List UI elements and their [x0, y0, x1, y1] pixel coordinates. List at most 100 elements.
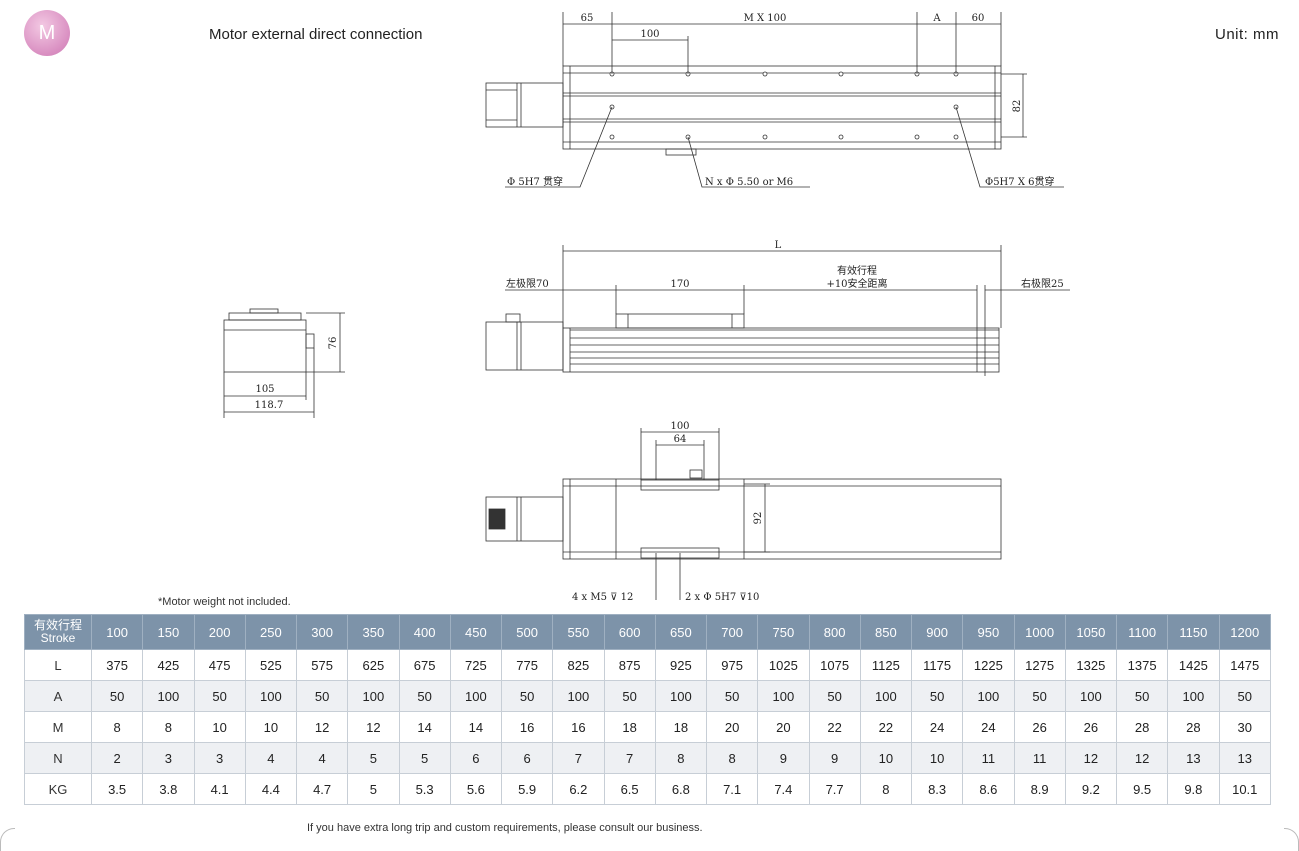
- table-cell: 5.9: [500, 773, 554, 805]
- table-cell: 50: [90, 680, 144, 712]
- dim-60: 60: [972, 13, 985, 24]
- table-cell: 16: [552, 711, 605, 743]
- table-cell: 7.7: [808, 773, 861, 805]
- table-cell: 7.1: [705, 773, 759, 805]
- table-cell: 100: [1167, 680, 1220, 712]
- stroke-header: 500: [500, 614, 554, 650]
- side-view-body: [562, 327, 1000, 373]
- hole-label-right: Φ5H7 X 6贯穿: [985, 175, 1054, 188]
- table-cell: 100: [142, 680, 195, 712]
- table-cell: 100: [654, 680, 708, 712]
- table-cell: 4: [244, 742, 298, 774]
- table-cell: 50: [193, 680, 246, 712]
- table-cell: 9: [808, 742, 861, 774]
- table-cell: 1175: [910, 649, 964, 681]
- right-limit-label: 右极限25: [1021, 277, 1064, 290]
- table-cell: 375: [90, 649, 144, 681]
- table-cell: 100: [1064, 680, 1118, 712]
- top-view-body: [562, 65, 1002, 150]
- table-cell: 875: [603, 649, 656, 681]
- table-cell: 4.4: [244, 773, 298, 805]
- stroke-header: 400: [398, 614, 451, 650]
- row-label: A: [24, 680, 92, 712]
- table-cell: 50: [808, 680, 861, 712]
- table-cell: 8: [654, 742, 708, 774]
- table-cell: 575: [295, 649, 349, 681]
- table-cell: 9.2: [1064, 773, 1118, 805]
- stroke-header: 1050: [1064, 614, 1118, 650]
- table-cell: 4.1: [193, 773, 246, 805]
- table-cell: 13: [1218, 742, 1271, 774]
- stroke-header: 200: [193, 614, 246, 650]
- stroke-header: 550: [552, 614, 605, 650]
- dim-64: 64: [674, 434, 687, 445]
- table-cell: 5.6: [449, 773, 503, 805]
- custom-requirements-note: If you have extra long trip and custom r…: [307, 822, 703, 834]
- table-cell: 20: [705, 711, 759, 743]
- table-cell: 50: [1115, 680, 1169, 712]
- table-cell: 8.3: [910, 773, 964, 805]
- table-cell: 7: [603, 742, 656, 774]
- stroke-header: 900: [910, 614, 964, 650]
- stroke-header: 1000: [1013, 614, 1066, 650]
- technical-drawing: 65 M X 100 A 60 100 82 Φ 5H7 贯穿 N x Φ 5.…: [223, 12, 1070, 600]
- table-cell: 525: [244, 649, 298, 681]
- table-cell: 10: [193, 711, 246, 743]
- stroke-header-en: Stroke: [40, 631, 76, 645]
- bottom-view-body: [562, 478, 1002, 560]
- table-cell: 28: [1115, 711, 1169, 743]
- row-label: N: [24, 742, 92, 774]
- table-cell: 3: [193, 742, 246, 774]
- table-cell: 50: [910, 680, 964, 712]
- table-cell: 975: [705, 649, 759, 681]
- motor-weight-note: *Motor weight not included.: [158, 596, 291, 608]
- table-cell: 425: [142, 649, 195, 681]
- table-cell: 4.7: [295, 773, 349, 805]
- table-cell: 1025: [757, 649, 810, 681]
- stroke-header: 300: [295, 614, 349, 650]
- table-cell: 7.4: [757, 773, 810, 805]
- table-cell: 9.8: [1167, 773, 1220, 805]
- table-cell: 10: [910, 742, 964, 774]
- table-cell: 12: [347, 711, 400, 743]
- safe-distance-label: +10安全距离: [826, 277, 887, 290]
- table-cell: 5.3: [398, 773, 451, 805]
- table-cell: 18: [603, 711, 656, 743]
- dim-l: L: [775, 240, 782, 251]
- table-cell: 24: [962, 711, 1015, 743]
- table-cell: 20: [757, 711, 810, 743]
- stroke-header: 100: [90, 614, 144, 650]
- table-cell: 50: [398, 680, 451, 712]
- table-cell: 1425: [1167, 649, 1220, 681]
- table-cell: 1125: [859, 649, 913, 681]
- table-cell: 50: [603, 680, 656, 712]
- table-cell: 8: [90, 711, 144, 743]
- table-cell: 6.8: [654, 773, 708, 805]
- stroke-header: 750: [757, 614, 810, 650]
- table-cell: 50: [1218, 680, 1271, 712]
- table-cell: 100: [859, 680, 913, 712]
- table-cell: 8.6: [962, 773, 1015, 805]
- table-cell: 11: [962, 742, 1015, 774]
- stroke-header: 1150: [1167, 614, 1220, 650]
- table-cell: 100: [757, 680, 810, 712]
- stroke-header-cell: 有效行程 Stroke: [24, 614, 92, 650]
- table-cell: 18: [654, 711, 708, 743]
- table-cell: 1225: [962, 649, 1015, 681]
- table-cell: 50: [1013, 680, 1066, 712]
- table-cell: 6.2: [552, 773, 605, 805]
- dim-top-100: 100: [670, 421, 689, 432]
- table-cell: 28: [1167, 711, 1220, 743]
- table-cell: 8: [705, 742, 759, 774]
- m5-hole-label: 4 x M5 ⊽ 12: [572, 592, 633, 600]
- badge-letter: M: [38, 21, 56, 44]
- left-limit-label: 左极限70: [506, 277, 549, 290]
- stroke-header: 850: [859, 614, 913, 650]
- row-label: KG: [24, 773, 92, 805]
- table-cell: 100: [962, 680, 1015, 712]
